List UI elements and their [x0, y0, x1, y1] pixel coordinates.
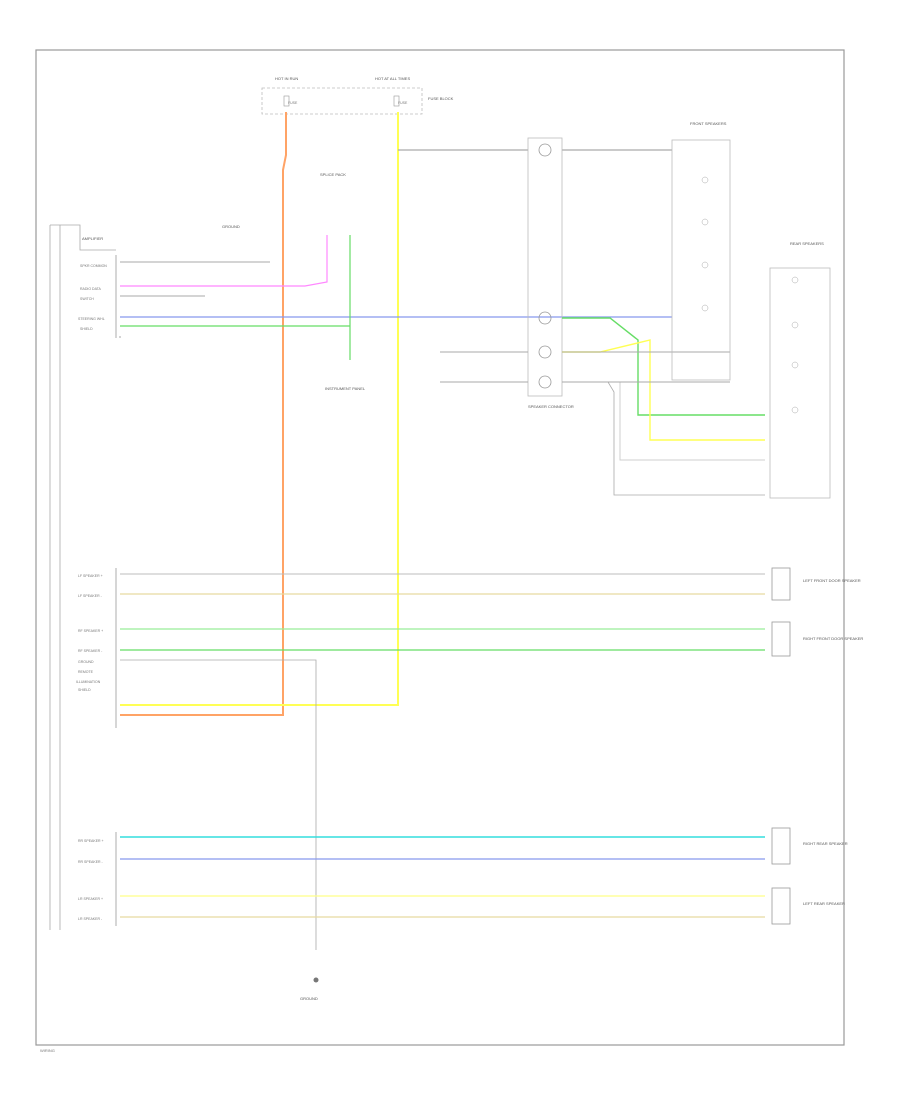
fuse-right-label: HOT AT ALL TIMES: [375, 76, 410, 81]
fuse-block-label: FUSE BLOCK: [428, 96, 454, 101]
rear-speakers-label: REAR SPEAKERS: [790, 241, 824, 246]
wire-yellow-power: [120, 112, 399, 706]
amp-pin-label: ILLUMINATION: [76, 680, 101, 684]
amp-pin-label: RF SPEAKER +: [78, 629, 103, 633]
amp-pin-label: RADIO DATA: [80, 287, 102, 291]
amp-pin-label: REMOTE: [78, 670, 94, 674]
amp-pin-label: SWITCH: [80, 297, 94, 301]
fuse-a-icon: [283, 95, 290, 107]
speaker-connector-label: SPEAKER CONNECTOR: [528, 404, 574, 409]
amp-pin-label: SPKR COMMON: [80, 264, 107, 268]
splice-pack-label: SPLICE PACK: [320, 172, 346, 177]
amp-pin-label: RR SPEAKER +: [78, 839, 104, 843]
connector-side-wires: [440, 317, 765, 496]
fuse-b-icon: [393, 95, 400, 107]
amp-pin-label: LR SPEAKER -: [78, 917, 103, 921]
amplifier: AMPLIFIER: [82, 236, 117, 926]
wire-orange-power: [120, 112, 287, 716]
amp-pin-label: SHIELD: [78, 688, 91, 692]
right-front-speaker: RIGHT FRONT DOOR SPEAKER: [771, 621, 863, 657]
amp-pin-label: SHIELD: [80, 327, 93, 331]
fuse-b-label: FUSE: [398, 101, 408, 105]
left-rear-label: LEFT REAR SPEAKER: [803, 901, 845, 906]
ground-icon: [313, 977, 319, 983]
instrument-label: INSTRUMENT PANEL: [325, 386, 366, 391]
left-front-speaker: LEFT FRONT DOOR SPEAKER: [771, 567, 861, 601]
amplifier-label: AMPLIFIER: [82, 236, 103, 241]
front-speakers-block: FRONT SPEAKERS: [671, 121, 731, 381]
amp-pin-labels-top: SPKR COMMON RADIO DATA SWITCH STEERING W…: [78, 264, 107, 331]
front-speakers-label: FRONT SPEAKERS: [690, 121, 727, 126]
gnd-ref-label: GROUND: [222, 224, 240, 229]
ground-point-label: GROUND: [300, 996, 318, 1001]
diagram-frame: [35, 49, 845, 1046]
amp-pin-labels-middle: LF SPEAKER + LF SPEAKER - RF SPEAKER + R…: [76, 574, 103, 692]
ground-bus: [49, 224, 116, 930]
ground-point: GROUND: [300, 977, 319, 1001]
amp-pin-label: RF SPEAKER -: [78, 649, 103, 653]
amp-pin-label: LF SPEAKER -: [78, 594, 103, 598]
amp-pin-labels-bottom: RR SPEAKER + RR SPEAKER - LR SPEAKER + L…: [78, 839, 104, 921]
fuse-block: HOT IN RUN HOT AT ALL TIMES FUSE BLOCK F…: [261, 76, 454, 115]
right-front-label: RIGHT FRONT DOOR SPEAKER: [803, 636, 863, 641]
amp-pin-label: GROUND: [78, 660, 94, 664]
amp-pin-label: LR SPEAKER +: [78, 897, 103, 901]
amp-pin-label: STEERING WHL: [78, 317, 105, 321]
amp-pin-label: LF SPEAKER +: [78, 574, 103, 578]
rear-speakers-block: REAR SPEAKERS: [769, 241, 831, 499]
left-front-label: LEFT FRONT DOOR SPEAKER: [803, 578, 861, 583]
middle-speaker-wires: [120, 573, 765, 950]
fuse-left-label: HOT IN RUN: [275, 76, 298, 81]
fuse-a-label: FUSE: [288, 101, 298, 105]
amp-top-wires: [119, 235, 672, 360]
right-rear-label: RIGHT REAR SPEAKER: [803, 841, 848, 846]
footer-label: WIRING: [40, 1048, 55, 1053]
left-rear-speaker: LEFT REAR SPEAKER: [771, 887, 845, 925]
right-rear-speaker: RIGHT REAR SPEAKER: [771, 827, 848, 865]
amp-pin-label: RR SPEAKER -: [78, 860, 104, 864]
bottom-speaker-wires: [120, 836, 765, 918]
speaker-connector: SPEAKER CONNECTOR: [527, 137, 574, 409]
